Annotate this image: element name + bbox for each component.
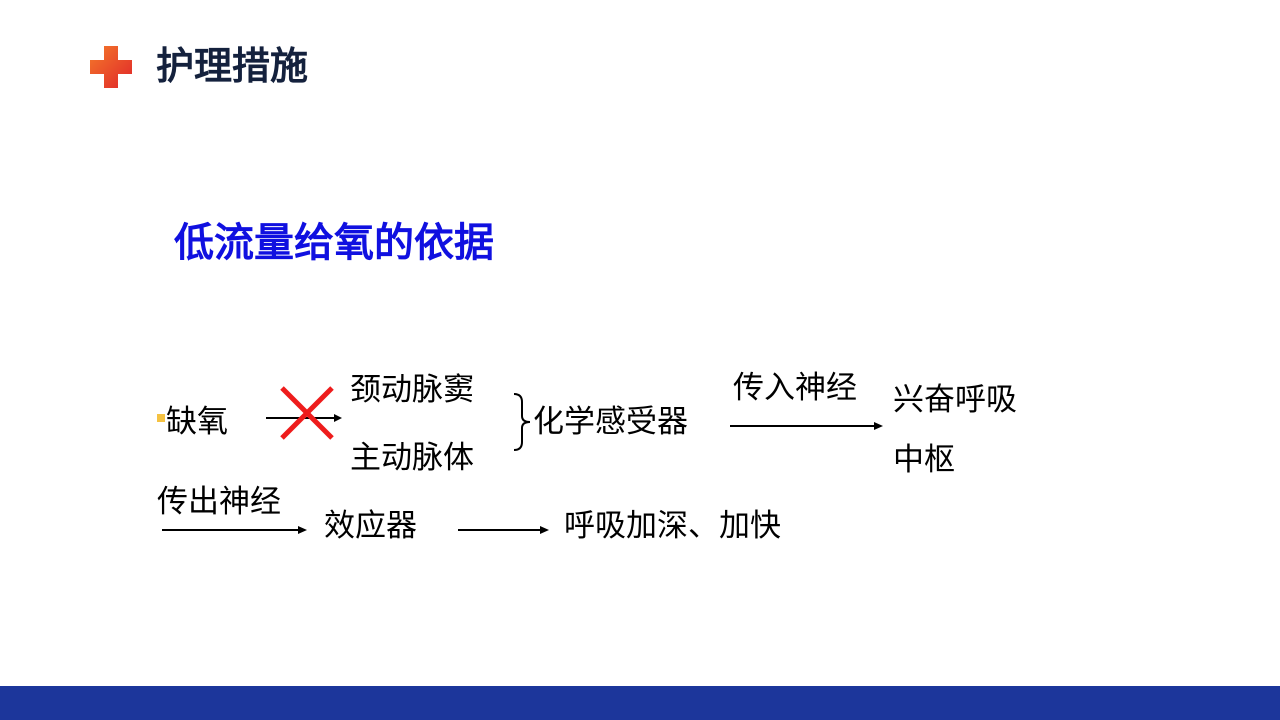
arrow-to-result (458, 524, 550, 536)
arrow-efferent (162, 524, 308, 536)
node-hypoxia: 缺氧 (166, 404, 228, 440)
page-title: 护理措施 (156, 44, 309, 88)
node-respiratory-center-line1: 兴奋呼吸 (893, 382, 1017, 418)
node-respiratory-center-line2: 中枢 (893, 442, 955, 478)
blocked-arrow (264, 384, 344, 444)
node-effector: 效应器 (324, 508, 417, 544)
footer-band (0, 686, 1280, 720)
curly-brace-icon (512, 392, 534, 452)
label-afferent-nerve: 传入神经 (733, 370, 857, 406)
node-carotid-sinus: 颈动脉窦 (350, 372, 474, 408)
node-aortic-body: 主动脉体 (350, 440, 474, 476)
slide-subtitle: 低流量给氧的依据 (174, 220, 494, 266)
medical-cross-icon (90, 46, 132, 88)
node-chemoreceptor: 化学感受器 (533, 404, 688, 440)
bullet-marker (157, 414, 165, 422)
arrow-afferent (730, 420, 884, 432)
red-x-icon (282, 388, 283, 389)
label-efferent-nerve: 传出神经 (157, 484, 281, 520)
node-result: 呼吸加深、加快 (564, 508, 781, 544)
